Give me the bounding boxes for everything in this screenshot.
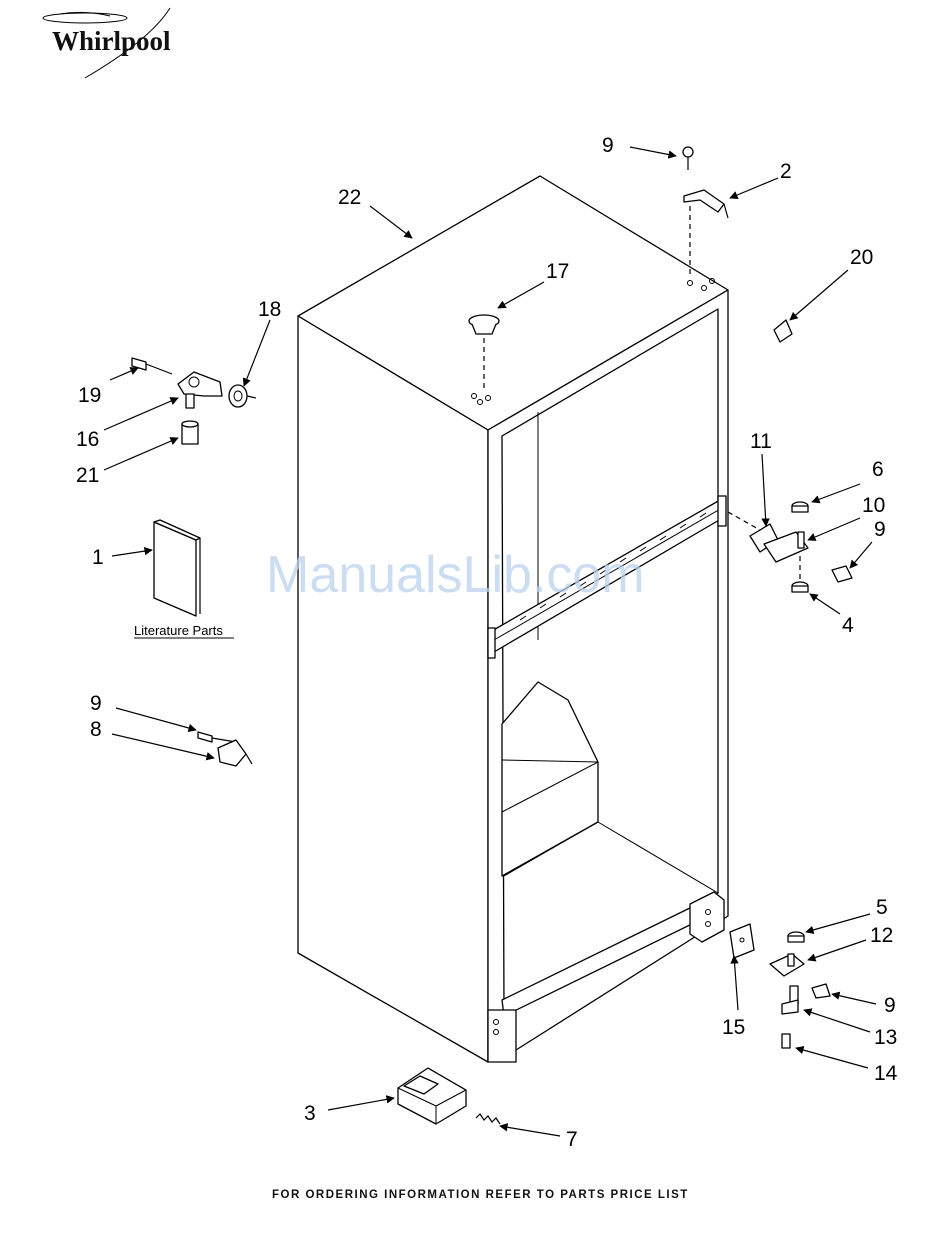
callout-9: 9	[602, 134, 614, 157]
callout-1: 1	[92, 546, 104, 569]
callout-14: 14	[874, 1062, 898, 1085]
callout-9: 9	[90, 692, 102, 715]
callout-9: 9	[884, 994, 896, 1017]
left-hinge-assembly	[132, 358, 256, 444]
part-1-literature: Literature Parts	[134, 520, 234, 638]
callout-12: 12	[870, 924, 893, 947]
callout-16: 16	[76, 428, 99, 451]
brand-name: Whirlpool	[52, 26, 171, 56]
screw-icon	[683, 147, 693, 157]
callout-10: 10	[862, 494, 885, 517]
screw-icon	[132, 358, 146, 370]
callout-18: 18	[258, 298, 281, 321]
part-7-spring	[476, 1114, 500, 1124]
part-20-clip	[774, 320, 792, 342]
callout-15: 15	[722, 1016, 745, 1039]
callout-9: 9	[874, 518, 886, 541]
screw-icon	[782, 1034, 790, 1048]
callout-7: 7	[566, 1128, 578, 1151]
cabinet-body	[298, 176, 728, 1062]
part-15-block	[730, 924, 754, 958]
callout-20: 20	[850, 246, 873, 269]
whirlpool-logo: Whirlpool	[43, 8, 171, 78]
callout-11: 11	[750, 430, 772, 453]
literature-label: Literature Parts	[134, 623, 223, 638]
part-8-bracket	[198, 732, 252, 766]
part-3-roller-block	[398, 1068, 466, 1124]
screw-icon	[198, 732, 212, 742]
upper-right-hinge-assembly	[728, 502, 852, 592]
part-2-bracket	[683, 147, 728, 276]
watermark: ManualsLib.com	[266, 546, 645, 604]
callout-17: 17	[546, 260, 569, 283]
callout-21: 21	[76, 464, 99, 487]
footer-note: FOR ORDERING INFORMATION REFER TO PARTS …	[272, 1189, 689, 1201]
callout-6: 6	[872, 458, 884, 481]
callout-22: 22	[338, 186, 361, 209]
callout-19: 19	[78, 384, 101, 407]
screw-icon	[832, 566, 852, 582]
callout-2: 2	[780, 160, 792, 183]
callout-4: 4	[842, 614, 854, 637]
callout-5: 5	[876, 896, 888, 919]
callout-13: 13	[874, 1026, 897, 1049]
callout-3: 3	[304, 1102, 316, 1125]
callout-8: 8	[90, 718, 102, 741]
logo-swirl-icon	[43, 13, 127, 23]
screw-icon	[812, 984, 830, 998]
